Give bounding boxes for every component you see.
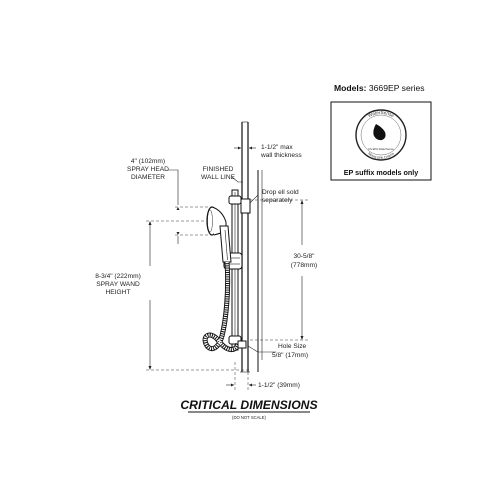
wall-thickness-label-1: 1-1/2" max: [261, 144, 293, 151]
spray-head-label-3: DIAMETER: [131, 174, 165, 181]
hole-size-label-2: 5/8" (17mm): [272, 352, 308, 359]
do-not-scale-note: (DO NOT SCALE): [232, 415, 266, 420]
spray-wand: [219, 225, 232, 263]
watersense-ring-text: WaterSense: [367, 110, 395, 119]
footer: CRITICAL DIMENSIONS (DO NOT SCALE): [180, 398, 317, 420]
hose-connection: [237, 340, 247, 349]
spray-wand-label-2: SPRAY WAND: [96, 281, 140, 288]
hole-size-label-1: Hole Size: [278, 343, 307, 350]
critical-dimensions-title: CRITICAL DIMENSIONS: [180, 398, 317, 412]
wall-thickness-label-2: wall thickness: [260, 152, 302, 159]
height-label-2: (778mm): [291, 262, 317, 269]
overall-height-dimension: 30-5/8" (778mm): [250, 199, 317, 341]
offset-label: 1-1/2" (39mm): [258, 382, 300, 389]
hose: [202, 261, 241, 353]
watersense-tiny-text: US EPA WaterSense: [368, 147, 394, 151]
wall-thickness-dimension: 1-1/2" max wall thickness: [234, 144, 302, 159]
drop-ell-label-1: Drop ell sold: [262, 189, 299, 196]
water-drop-icon: [373, 124, 386, 141]
watersense-box: [330, 101, 432, 181]
hand-shower: [206, 206, 232, 263]
finished-wall-callout: FINISHED WALL LINE: [201, 166, 243, 183]
finished-wall-label-1: FINISHED: [203, 166, 234, 173]
spray-wand-label-1: 8-3/4" (222mm): [95, 273, 141, 280]
offset-dimension: 1-1/2" (39mm): [226, 362, 300, 390]
wall: [240, 121, 263, 373]
drop-ell-label-2: separately: [262, 197, 293, 204]
top-bracket: [228, 195, 242, 205]
spray-head-label-2: SPRAY HEAD: [127, 166, 169, 173]
models-panel: Models: 3669EP series WaterSense Meets E…: [330, 83, 432, 181]
models-heading: Models: 3669EP series: [334, 83, 425, 93]
drop-ell-fitting: [240, 198, 251, 214]
finished-wall-label-2: WALL LINE: [201, 174, 236, 181]
watersense-badge: WaterSense Meets EPA Criteria US EPA Wat…: [355, 109, 407, 161]
height-label-1: 30-5/8": [293, 253, 315, 260]
ep-suffix-note: EP suffix models only: [344, 168, 419, 177]
spray-wand-height-dimension: 8-3/4" (222mm) SPRAY WAND HEIGHT: [95, 220, 250, 371]
spray-head-diameter-dimension: 4" (102mm) SPRAY HEAD DIAMETER: [127, 158, 210, 244]
hole-size-callout: Hole Size 5/8" (17mm): [247, 343, 308, 359]
spray-head-label-1: 4" (102mm): [131, 158, 165, 165]
drop-ell-callout: Drop ell sold separately: [240, 189, 299, 214]
spray-wand-label-3: HEIGHT: [106, 289, 131, 296]
